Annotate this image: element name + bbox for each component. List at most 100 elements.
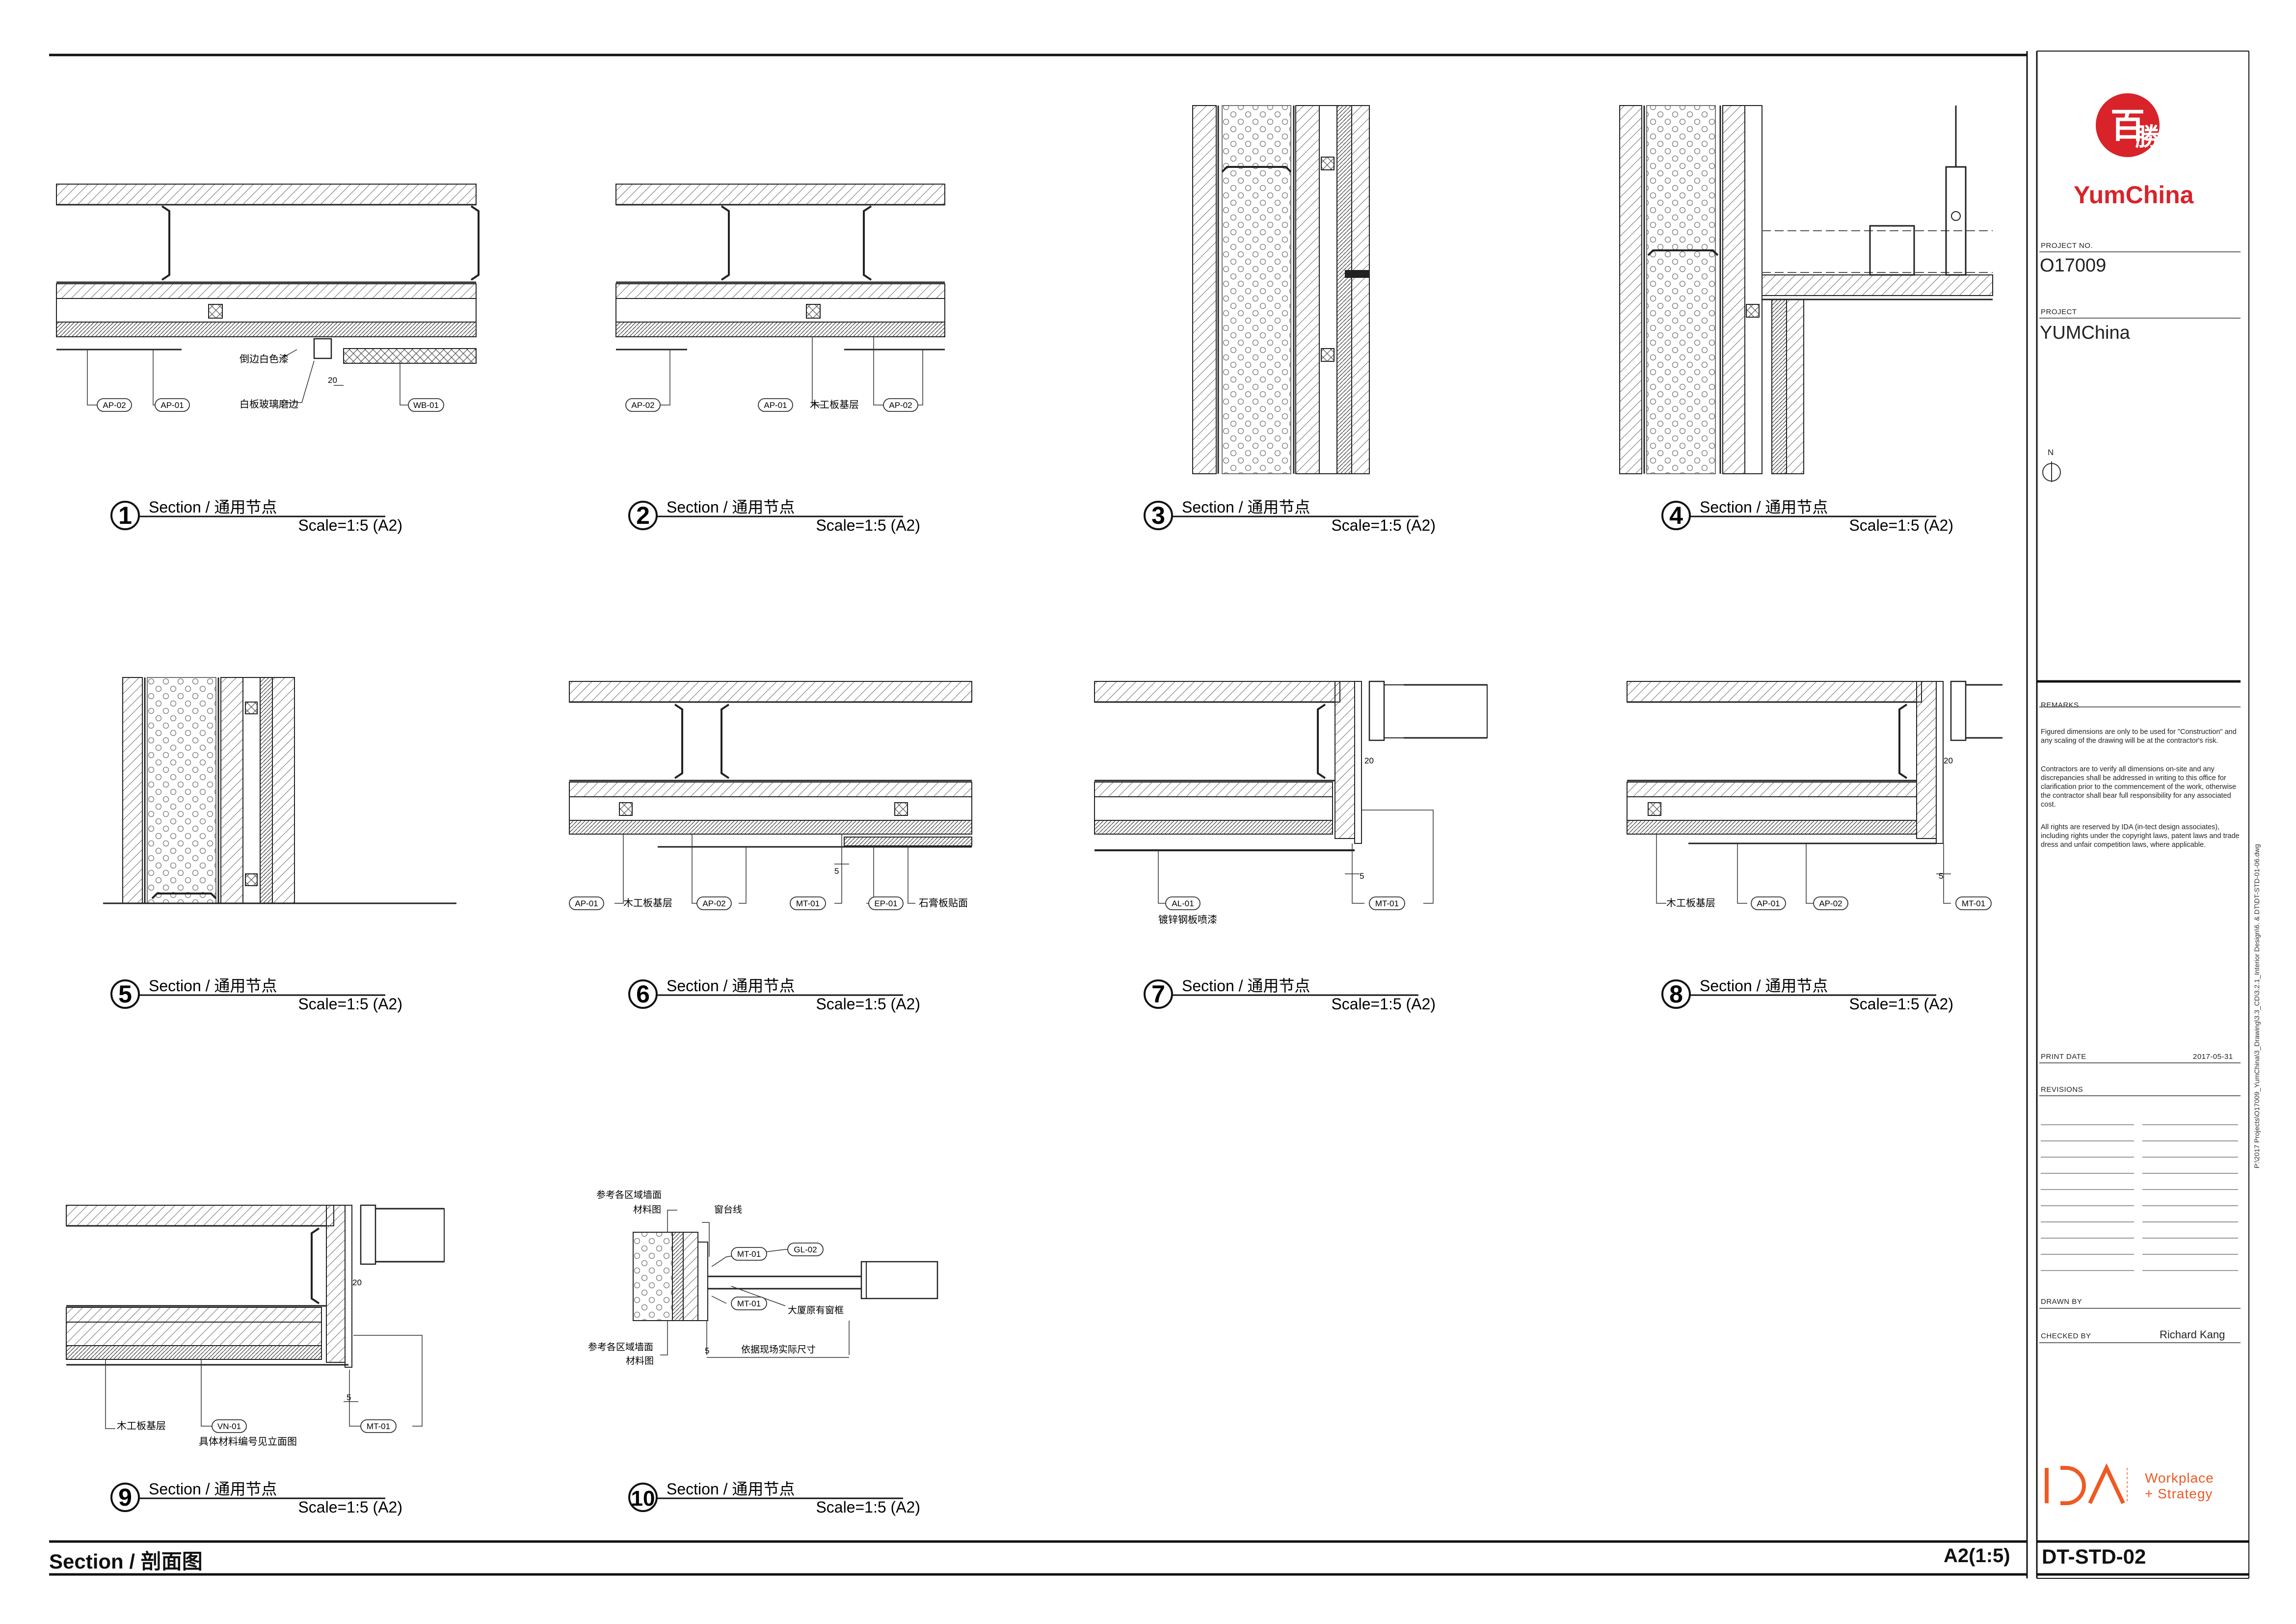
print-date: 2017-05-31: [2193, 1053, 2233, 1061]
revision-row-line: [2041, 1157, 2134, 1158]
svg-text:百: 百: [2110, 105, 2145, 146]
detail-bubble: [1144, 979, 1173, 1009]
detail-number: 5: [118, 980, 132, 1008]
detail-bubble: [1661, 979, 1691, 1009]
revision-row-line: [2142, 1238, 2238, 1239]
detail-2-drawing: [615, 184, 945, 406]
print-date-label: PRINT DATE: [2041, 1053, 2086, 1061]
detail-9-note-3: 20: [352, 1278, 362, 1287]
detail-scale: Scale=1:5 (A2): [298, 995, 402, 1013]
detail-7-tag-2: MT-01: [1375, 899, 1399, 908]
detail-7-tags: AL-01 MT-01 镀锌钢板喷漆 20 5: [1158, 756, 1405, 925]
detail-7-note-1: 镀锌钢板喷漆: [1158, 914, 1217, 925]
revision-row-line: [2142, 1205, 2238, 1206]
detail-8-drawing: [1627, 680, 2002, 904]
remark-3: All rights are reserved by IDA (in-tect …: [2041, 823, 2240, 849]
detail-number: 6: [636, 980, 650, 1008]
tb-lines: [2039, 251, 2241, 1343]
detail-bubble: [110, 1483, 140, 1512]
detail-10-note-2: 材料图: [633, 1204, 661, 1215]
revisions-label: REVISIONS: [2041, 1085, 2083, 1094]
detail-title: Section / 通用节点: [149, 1480, 277, 1498]
ida-tagline-1: Workplace: [2145, 1470, 2214, 1486]
drawing-number: DT-STD-02: [2042, 1545, 2146, 1568]
detail-6-tag-2: AP-02: [702, 899, 725, 908]
detail-9-tag-2: MT-01: [367, 1422, 390, 1431]
detail-10-note-4: 大厦原有窗框: [788, 1305, 844, 1316]
north-arrow-icon: [2042, 461, 2061, 482]
project-no: O17009: [2040, 255, 2107, 276]
detail-10-note-5: 参考各区域墙面: [588, 1342, 653, 1353]
detail-2-tag-1: AP-02: [631, 401, 654, 410]
detail-number: 3: [1151, 502, 1165, 529]
detail-title: Section / 通用节点: [667, 1480, 795, 1498]
detail-6-note-1: 木工板基层: [623, 897, 672, 909]
detail-8-tag-2: AP-02: [1819, 899, 1842, 908]
revision-row-line: [2041, 1124, 2134, 1125]
detail-scale: Scale=1:5 (A2): [1331, 995, 1436, 1013]
detail-number: 7: [1151, 980, 1165, 1008]
detail-2-tag-2: AP-01: [764, 401, 787, 410]
detail-10-note-6: 材料图: [626, 1355, 654, 1366]
logo-wordmark: YumChina: [2074, 181, 2194, 209]
detail-10-tags: MT-01 GL-02 MT-01 参考各区域墙面 材料图 窗台线 大厦原有窗框…: [588, 1190, 844, 1366]
detail-1-note-2: 白板玻璃磨边: [240, 399, 298, 410]
sheet-frame: [49, 51, 2249, 1579]
revision-row-line: [2142, 1140, 2238, 1141]
detail-title: Section / 通用节点: [667, 498, 795, 516]
detail-number: 8: [1669, 980, 1683, 1008]
sheet-scale: A2(1:5): [1944, 1545, 2010, 1567]
detail-10-tag-2: GL-02: [794, 1245, 817, 1254]
revision-row-line: [2142, 1270, 2238, 1271]
detail-1-tag-2: AP-01: [160, 401, 184, 410]
detail-title: Section / 通用节点: [149, 977, 277, 995]
detail-7-note-3: 5: [1360, 871, 1364, 881]
detail-bubble: [628, 501, 658, 530]
project-name: YUMChina: [2040, 323, 2130, 343]
detail-label-5: 5 Section / 通用节点 Scale=1:5 (A2): [110, 977, 402, 1013]
detail-2-tags: AP-02 AP-01 AP-02 木工板基层: [625, 398, 918, 412]
detail-6-tag-1: AP-01: [575, 899, 598, 908]
detail-scale: Scale=1:5 (A2): [816, 516, 920, 534]
detail-6-tag-3: MT-01: [796, 899, 820, 908]
revision-row-line: [2041, 1140, 2134, 1141]
detail-6-tag-4: EP-01: [874, 899, 897, 908]
detail-title: Section / 通用节点: [1182, 498, 1310, 516]
detail-6-drawing: [569, 681, 972, 904]
detail-7-tag-1: AL-01: [1172, 899, 1194, 908]
remark-2: Contractors are to verify all dimensions…: [2041, 765, 2237, 809]
revision-row-line: [2142, 1124, 2238, 1125]
detail-title: Section / 通用节点: [149, 498, 277, 516]
detail-7-note-2: 20: [1364, 756, 1374, 765]
detail-8-note-2: 20: [1944, 756, 1953, 765]
detail-9-note-4: 5: [347, 1393, 351, 1402]
ida-logo: [2045, 1463, 2128, 1505]
revision-row-line: [2041, 1221, 2134, 1222]
detail-9-note-2: 具体材料编号见立面图: [199, 1436, 297, 1447]
detail-bubble: [1661, 501, 1691, 530]
detail-bubble: [110, 979, 140, 1009]
detail-8-tag-1: AP-01: [1757, 899, 1780, 908]
detail-number: 9: [118, 1484, 132, 1511]
detail-1-tag-1: AP-02: [103, 401, 126, 410]
detail-10-tag-3: MT-01: [737, 1299, 761, 1308]
revision-row-line: [2041, 1173, 2134, 1174]
revision-row-line: [2041, 1254, 2134, 1255]
detail-6-tags: AP-01 AP-02 MT-01 EP-01 木工板基层 石膏板贴面 5: [569, 866, 968, 910]
yumchina-logo: 百 勝: [2096, 93, 2160, 157]
detail-10-note-3: 窗台线: [714, 1204, 742, 1215]
detail-bubble: [110, 501, 140, 530]
detail-scale: Scale=1:5 (A2): [298, 1498, 402, 1516]
revision-row-line: [2142, 1189, 2238, 1190]
revision-row-line: [2041, 1205, 2134, 1206]
detail-scale: Scale=1:5 (A2): [298, 516, 402, 534]
detail-number: 4: [1669, 502, 1683, 529]
